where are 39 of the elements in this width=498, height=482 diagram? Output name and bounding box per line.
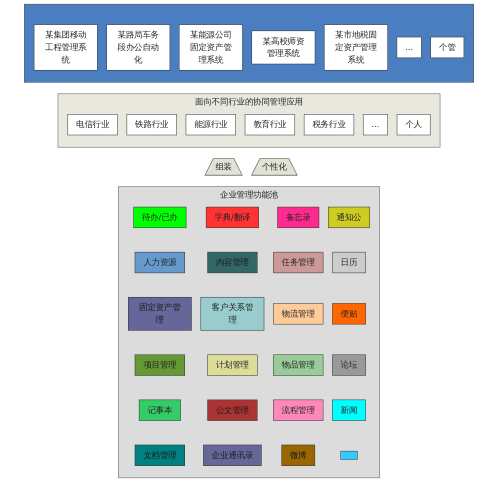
node-box: 内容管理 (207, 252, 258, 274)
node-box: 待办/已办 (133, 206, 186, 228)
node-box: 记事本 (138, 400, 181, 421)
node-box: 企业通讯录 (203, 444, 262, 466)
node-box: 某市地税固定资产管理系统 (324, 24, 388, 70)
node-box: 物流管理 (273, 303, 324, 324)
node-box: 人力资源 (134, 252, 185, 274)
node-box: ... (396, 36, 422, 58)
node-box: 教育行业 (244, 114, 296, 136)
node-box: 微博 (281, 444, 316, 466)
node-box: 项目管理 (134, 354, 185, 376)
node-box: 某集团移动工程管理系统 (34, 24, 98, 70)
node-box: 铁路行业 (126, 114, 177, 136)
node-box: 固定资产管理 (128, 296, 192, 331)
node-box: 任务管理 (273, 252, 324, 274)
node-box: 文档管理 (134, 444, 185, 466)
node-box: 便贴 (332, 303, 366, 324)
node-box: ... (362, 114, 388, 136)
node-box: 个人 (396, 114, 430, 136)
node-box: 通知公 (328, 206, 370, 228)
node-box: 新闻 (332, 400, 366, 421)
node-box: 某能源公司固定资产管理系统 (178, 24, 243, 70)
node-box: 客户关系管理 (200, 296, 264, 331)
node-box: 物品管理 (273, 354, 324, 376)
node-box: 税务行业 (304, 114, 354, 136)
node-box: 某路局车务段办公自动化 (106, 24, 170, 70)
node-box: 备忘录 (277, 206, 320, 228)
node-box: 论坛 (332, 354, 366, 376)
node-box: 电信行业 (68, 114, 118, 136)
node-box: 能源行业 (186, 114, 236, 136)
node-box: 某高校师资管理系统 (252, 30, 316, 64)
node-box: 计划管理 (207, 354, 258, 376)
node-box: 个管 (430, 36, 464, 58)
cluster (24, 4, 474, 83)
node-box (340, 450, 358, 460)
node-box: 字典/翻译 (206, 206, 259, 228)
node-box: 流程管理 (273, 400, 324, 421)
node-box: 日历 (332, 252, 366, 274)
node-box: 公文管理 (207, 400, 258, 421)
